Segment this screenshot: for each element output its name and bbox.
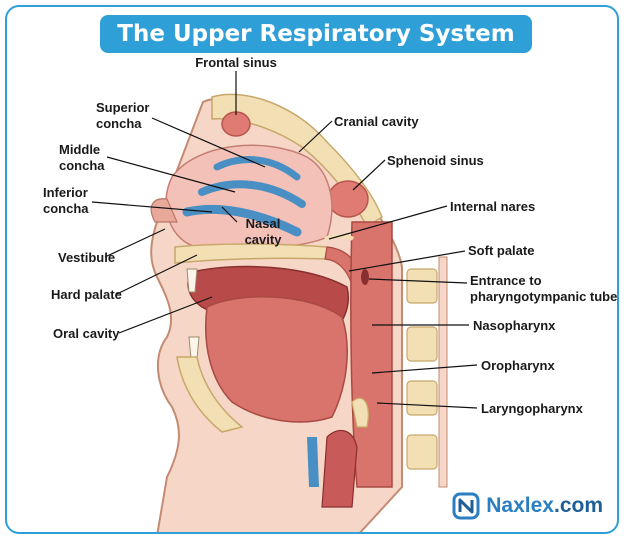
brand-logo: Naxlex.com [452,492,603,520]
naxlex-logo-icon [452,492,480,520]
lead-oropharynx [371,364,478,374]
lead-vestibule [104,228,166,258]
spinal-canal [438,256,448,488]
lead-inferior-concha [91,201,213,213]
vertebra [406,268,438,304]
vertebra [406,380,438,416]
label-nasal-cavity-1: Nasal [246,216,281,231]
brand-name: Naxlex [486,494,554,517]
lead-pharyngotympanic [368,278,468,284]
larynx [321,429,358,508]
label-nasopharynx: Nasopharynx [473,318,556,333]
leader-lines [91,71,478,409]
trachea-blue [307,437,319,487]
lead-superior-concha [151,117,266,168]
lead-middle-concha [106,156,236,193]
diagram-frame: The Upper Respiratory System [5,5,619,534]
lead-oral-cavity [118,296,213,334]
label-oropharynx: Oropharynx [481,358,555,373]
lead-internal-nares [328,205,448,240]
mandible [176,356,244,433]
label-soft-palate: Soft palate [468,243,534,258]
label-superior-concha-1: Superior [96,100,149,115]
label-internal-nares: Internal nares [450,199,535,214]
label-pharyngotympanic-1: Entrance to [470,273,542,288]
vertebral-column [406,256,448,488]
label-sphenoid-sinus: Sphenoid sinus [387,153,484,168]
label-vestibule: Vestibule [58,250,115,265]
diagram-title: The Upper Respiratory System [100,15,532,53]
upper-tooth [186,268,198,293]
sphenoid-sinus [327,180,369,218]
label-middle-concha-2: concha [59,158,105,173]
label-cranial-cavity: Cranial cavity [334,114,419,129]
label-pharyngotympanic-2: pharyngotympanic tube [470,289,617,304]
label-middle-concha-1: Middle [59,142,100,157]
lead-sphenoid-sinus [352,159,386,191]
frontal-sinus [221,111,251,137]
label-frontal-sinus: Frontal sinus [195,55,277,70]
label-laryngopharynx: Laryngopharynx [481,401,584,416]
tongue [204,296,348,423]
vestibule [150,198,178,223]
label-inferior-concha-2: concha [43,201,89,216]
vertebra [406,326,438,362]
lead-nasal-cavity [221,206,238,223]
middle-concha [198,180,306,208]
label-inferior-concha-1: Inferior [43,185,88,200]
label-hard-palate: Hard palate [51,287,122,302]
pharyngotympanic-entrance [361,269,369,285]
brand-tld: .com [553,494,603,517]
superior-concha [213,156,301,181]
lower-tooth [188,336,200,360]
label-nasal-cavity-2: cavity [245,232,283,247]
vertebra [406,434,438,470]
lead-soft-palate [348,250,466,272]
label-superior-concha-2: concha [96,116,142,131]
lead-hard-palate [116,254,198,295]
label-oral-cavity: Oral cavity [53,326,120,341]
epiglottis [351,397,369,428]
anatomy-illustration: Frontal sinus Superior concha Middle con… [43,55,617,532]
lead-cranial-cavity [298,120,333,153]
lead-laryngopharynx [376,402,478,409]
